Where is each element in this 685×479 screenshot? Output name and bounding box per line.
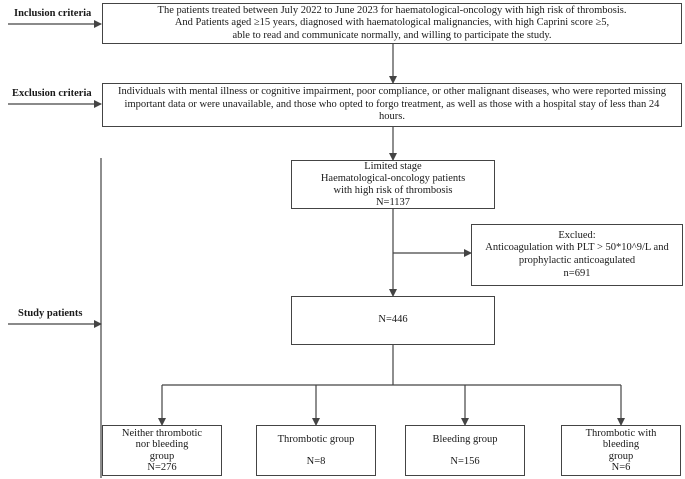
exclusion-criteria-box: Individuals with mental illness or cogni…	[102, 83, 682, 127]
group-count: N=8	[306, 456, 326, 467]
group-line: Thrombotic with	[585, 427, 657, 439]
group-box-bleeding: Bleeding group N=156	[405, 425, 525, 476]
exclusion-line: hours.	[379, 111, 405, 123]
group-box-thrombotic-bleeding: Thrombotic with bleeding group N=6	[561, 425, 681, 476]
group-line: nor bleeding	[135, 439, 189, 450]
exclusion-criteria-label: Exclusion criteria	[12, 88, 92, 99]
group-count: N=6	[611, 462, 631, 473]
group-line: Thrombotic group	[277, 433, 355, 445]
excluded-line: Anticoagulation with PLT > 50*10^9/L and	[485, 242, 669, 254]
group-line: group	[149, 450, 175, 462]
limited-line: Limited stage	[364, 160, 422, 172]
inclusion-line: able to read and communicate normally, a…	[232, 29, 552, 41]
limited-line: Haematological-oncology patients	[320, 172, 466, 184]
excluded-line: prophylactic anticoagulated	[518, 255, 636, 266]
group-line: Bleeding group	[432, 433, 498, 445]
exclusion-line: important data or were unavailable, and …	[124, 98, 660, 110]
group-count: N=156	[450, 456, 480, 467]
study-count: N=446	[378, 314, 408, 326]
limited-line: with high risk of thrombosis	[333, 184, 453, 196]
group-line: bleeding	[602, 439, 640, 450]
limited-count: N=1137	[375, 196, 411, 208]
group-count: N=276	[147, 462, 177, 473]
inclusion-line: The patients treated between July 2022 t…	[157, 4, 627, 16]
excluded-box: Exclued: Anticoagulation with PLT > 50*1…	[471, 224, 683, 286]
inclusion-criteria-label: Inclusion criteria	[14, 8, 92, 19]
inclusion-criteria-box: The patients treated between July 2022 t…	[102, 3, 682, 44]
study-patients-box: N=446	[291, 296, 495, 345]
excluded-count: n=691	[563, 267, 591, 279]
limited-stage-box: Limited stage Haematological-oncology pa…	[291, 160, 495, 209]
group-box-thrombotic: Thrombotic group N=8	[256, 425, 376, 476]
group-line: Neither thrombotic	[121, 427, 203, 439]
excluded-line: Exclued:	[558, 229, 596, 241]
inclusion-line: And Patients aged ≥15 years, diagnosed w…	[174, 17, 610, 29]
exclusion-line: Individuals with mental illness or cogni…	[118, 86, 666, 98]
group-line: group	[608, 450, 634, 462]
study-patients-label: Study patients	[18, 308, 83, 319]
group-box-neither: Neither thrombotic nor bleeding group N=…	[102, 425, 222, 476]
